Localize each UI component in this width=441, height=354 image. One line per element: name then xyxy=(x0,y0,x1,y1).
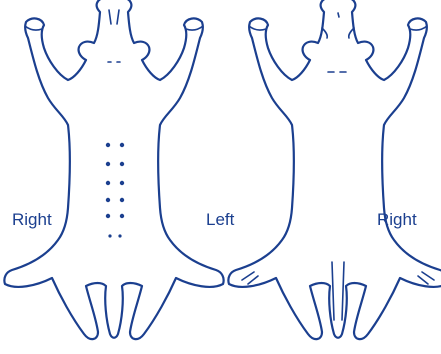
teat xyxy=(120,143,124,147)
ventral-view xyxy=(4,0,223,339)
dorsal-left-hindpaw-toes xyxy=(242,272,258,284)
teat xyxy=(120,181,124,185)
dorsal-tail-line-left xyxy=(332,262,334,320)
teat xyxy=(106,198,110,202)
ventral-nose-line-right xyxy=(117,10,119,24)
dorsal-right-eye xyxy=(349,28,354,38)
teat xyxy=(106,143,110,147)
teat xyxy=(106,214,110,218)
ventral-left-forepaw-line xyxy=(25,26,42,30)
teat xyxy=(108,234,111,237)
ventral-right-forepaw-line xyxy=(186,26,203,30)
dorsal-nose-mark xyxy=(338,13,339,17)
teat xyxy=(106,181,110,185)
teats xyxy=(106,143,124,238)
dorsal-left-eye xyxy=(322,28,327,38)
dorsal-pelt-outline xyxy=(228,0,441,339)
teat xyxy=(120,214,124,218)
dorsal-tail-line-right xyxy=(342,262,344,320)
dorsal-right-forepaw-line xyxy=(410,26,427,30)
dorsal-left-forepaw-line xyxy=(249,26,266,30)
dorsal-right-hindpaw-toes xyxy=(418,272,434,284)
ventral-nose-line-left xyxy=(109,10,111,24)
label-right-dorsal: Right xyxy=(377,210,417,230)
label-left-middle: Left xyxy=(206,210,234,230)
teat xyxy=(120,198,124,202)
dorsal-view xyxy=(228,0,441,339)
label-right-ventral: Right xyxy=(12,210,52,230)
teat xyxy=(120,162,124,166)
teat xyxy=(118,234,121,237)
teat xyxy=(106,162,110,166)
ventral-pelt-outline xyxy=(4,0,223,339)
